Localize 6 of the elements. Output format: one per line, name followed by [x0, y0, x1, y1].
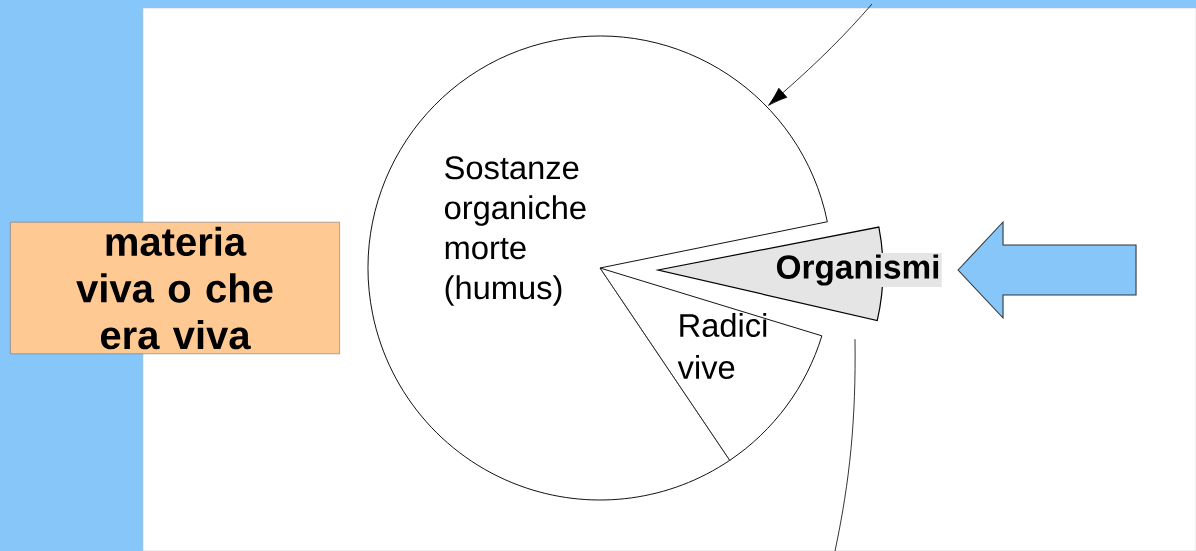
pie-label: Sostanze organiche morte (humus) — [445, 156, 586, 306]
curved-arrow — [768, 3, 873, 106]
pie-label: Radici vive — [677, 313, 767, 379]
pie-label: Organismi — [774, 253, 942, 287]
label-box: materia viva o che era viva — [10, 221, 340, 355]
curved-line — [834, 338, 856, 551]
